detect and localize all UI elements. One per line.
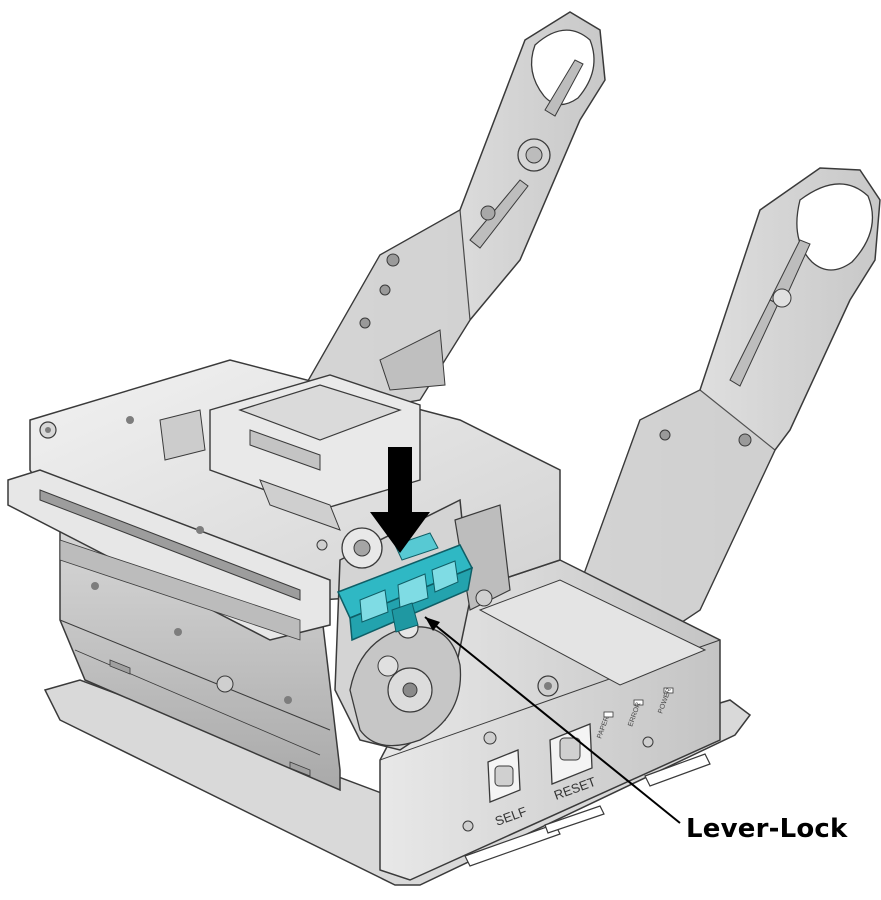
self-button[interactable]: [487, 749, 521, 803]
paper-led: [603, 711, 614, 718]
lower-housing: [379, 559, 721, 881]
callout-leader-arrowhead: [425, 617, 440, 631]
printer-body: [7, 359, 561, 792]
right-support-arm: [558, 167, 881, 660]
lever-lock[interactable]: [336, 532, 474, 642]
left-support-arm: [298, 11, 606, 411]
callout-leader-line: [424, 616, 681, 824]
reset-button[interactable]: [549, 723, 593, 785]
error-led: [633, 699, 644, 706]
power-led: [663, 687, 674, 694]
lever-lock-callout-label: Lever-Lock: [686, 814, 848, 844]
down-arrow-icon: [370, 447, 430, 553]
